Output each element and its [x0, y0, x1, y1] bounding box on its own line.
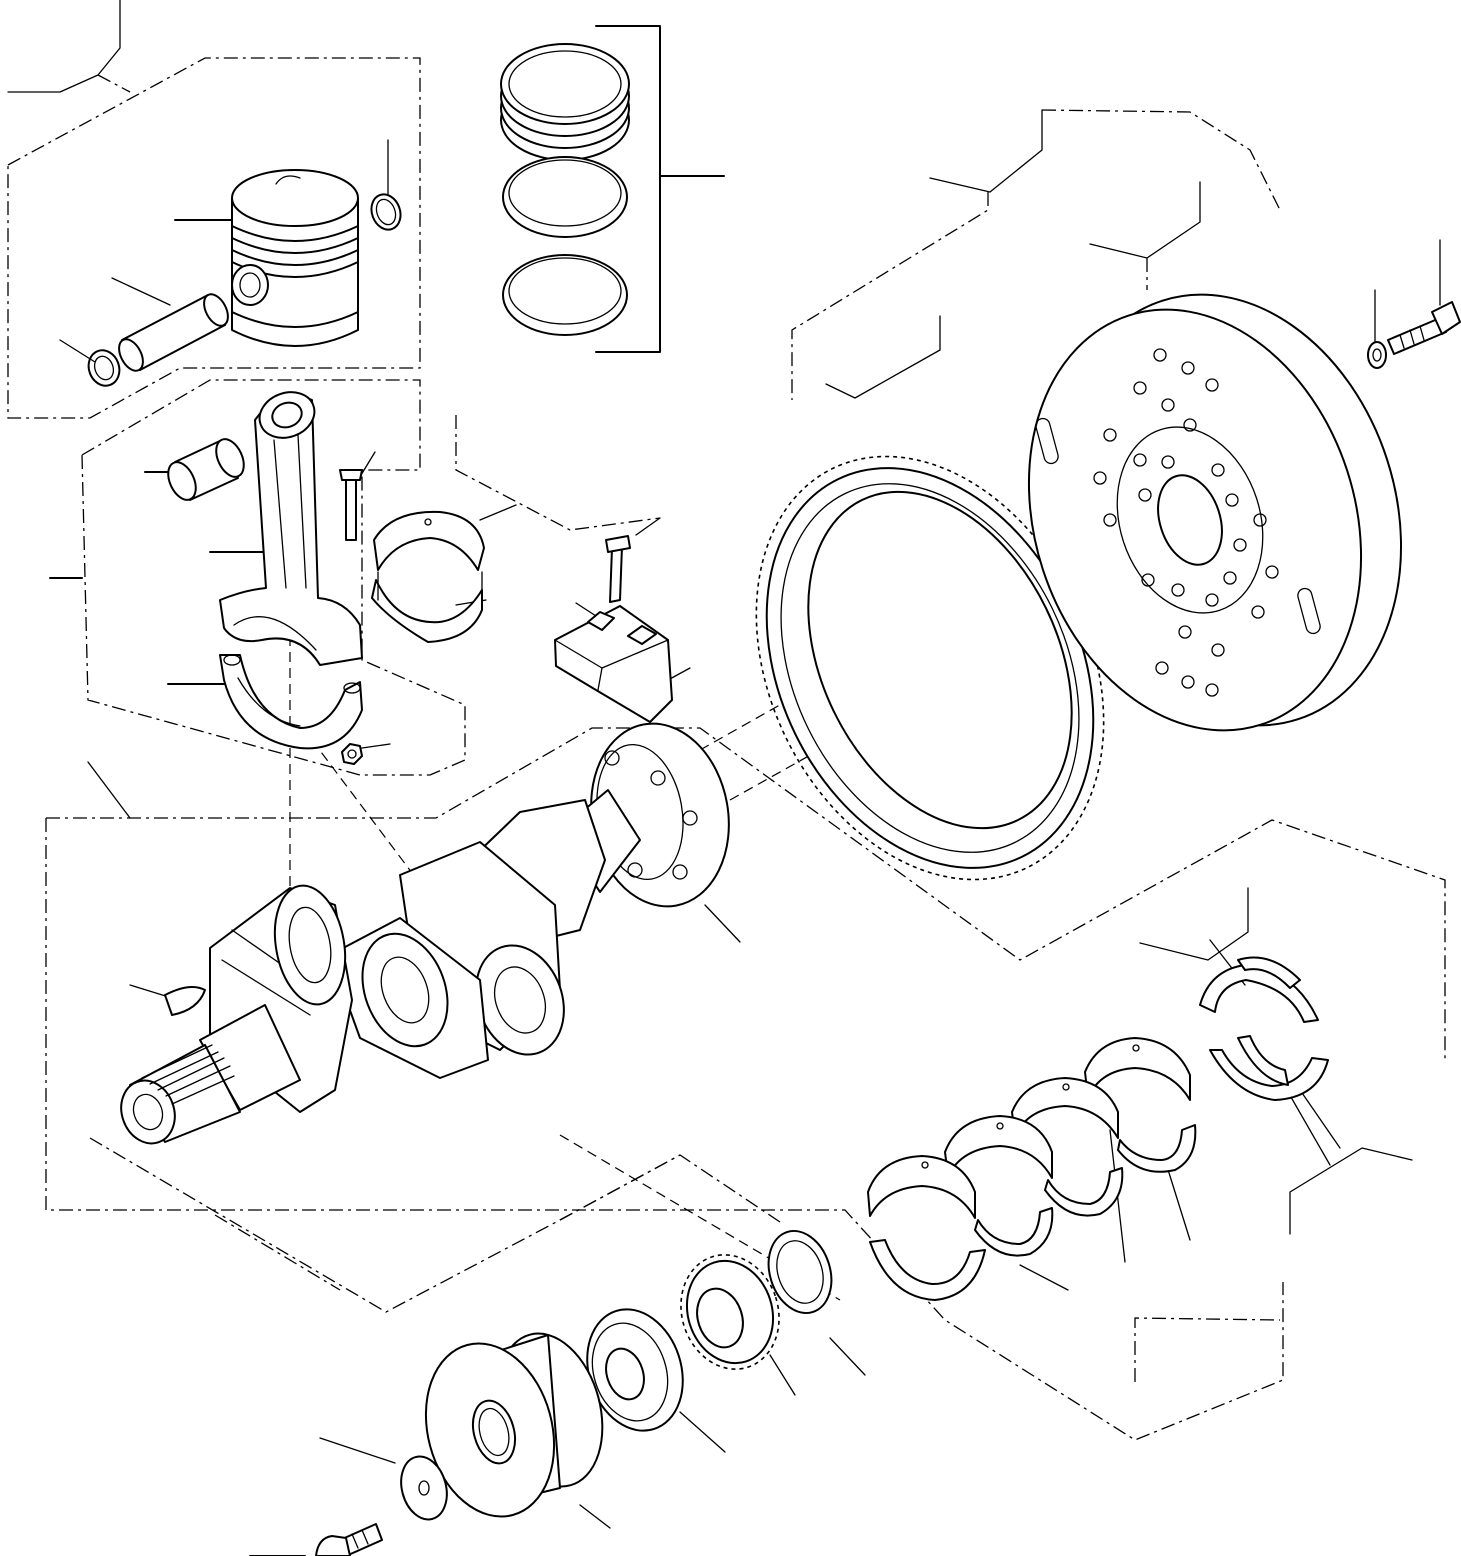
- ring-gear: [755, 455, 1105, 881]
- thrust-washers: [1199, 956, 1329, 1101]
- rod-nut: [341, 743, 363, 765]
- leader-lines: [59, 139, 1441, 1556]
- rod-bearing-shells: [371, 510, 485, 643]
- front-oil-seal: [767, 1229, 833, 1315]
- woodruff-key: [164, 985, 206, 1016]
- pulley-washer: [400, 1455, 448, 1521]
- main-bearing-shells: [867, 1037, 1197, 1301]
- big-end-cap: [219, 654, 363, 750]
- small-end-bushing: [167, 438, 245, 501]
- connecting-rod: [219, 391, 363, 666]
- flywheel-bolt: [1387, 301, 1461, 355]
- crankshaft: [120, 722, 730, 1145]
- flywheel-holes: [1093, 348, 1279, 697]
- piston: [231, 169, 359, 347]
- flywheel-washer: [1367, 341, 1387, 369]
- rod-bolt: [339, 469, 363, 541]
- pulley-bolt: [315, 1523, 383, 1556]
- front-bearing-ring: [586, 1308, 684, 1432]
- timing-gear: [680, 1254, 780, 1370]
- counterweight-block: [554, 535, 673, 723]
- piston-ring-set: [500, 43, 630, 336]
- piston-pin: [118, 293, 229, 372]
- group-outlines: [7, 0, 1446, 1441]
- circlip: [87, 193, 402, 387]
- flywheel: [1027, 293, 1403, 732]
- crankshaft-pulley: [424, 1332, 604, 1518]
